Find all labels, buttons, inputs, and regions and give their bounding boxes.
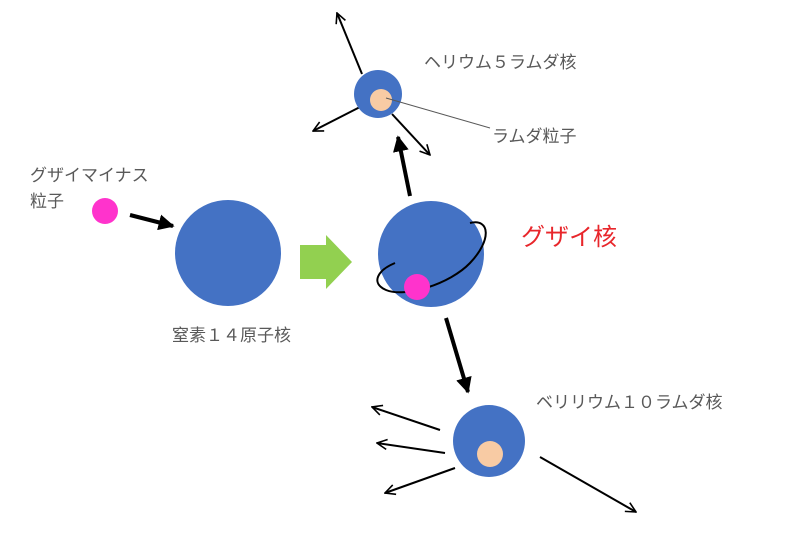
decay-arrow-down: [444, 317, 472, 394]
he5-emission-arrow-up: [337, 13, 363, 75]
lambda-particle-in-helium: [370, 89, 392, 111]
decay-arrow-up: [393, 135, 412, 197]
be10-emission-arrow-4: [539, 456, 636, 512]
xi-bound-particle: [404, 274, 430, 300]
be10-emission-arrow-2: [377, 443, 446, 454]
nitrogen14-nucleus-label: 窒素１４原子核: [172, 326, 291, 346]
xi-nucleus-label: グザイ核: [521, 223, 617, 251]
lambda-particle-leader-line: [385, 97, 491, 129]
xi-orbit: [376, 221, 487, 294]
be10-emission-arrow-1: [372, 407, 441, 431]
beryllium10-lambda-label: ベリリウム１０ラムダ核: [536, 393, 723, 413]
beryllium10-lambda-nucleus: [453, 405, 525, 477]
be10-emission-arrow-3: [385, 467, 456, 493]
xi-nucleus: [378, 201, 484, 307]
nitrogen14-nucleus: [175, 200, 281, 306]
xi-minus-particle: [92, 198, 118, 224]
lambda-particle-label: ラムダ粒子: [492, 127, 577, 147]
he5-emission-arrow-right: [391, 113, 430, 155]
incoming-arrow: [129, 213, 175, 231]
lambda-particle-in-beryllium: [477, 441, 503, 467]
helium5-lambda-label: ヘリウム５ラムダ核: [424, 53, 577, 73]
transition-arrow: [300, 235, 352, 289]
he5-emission-arrow-left: [313, 106, 361, 132]
xi-particle-label-line1: グザイマイナス: [30, 166, 149, 186]
xi-particle-label-line2: 粒子: [30, 192, 64, 212]
